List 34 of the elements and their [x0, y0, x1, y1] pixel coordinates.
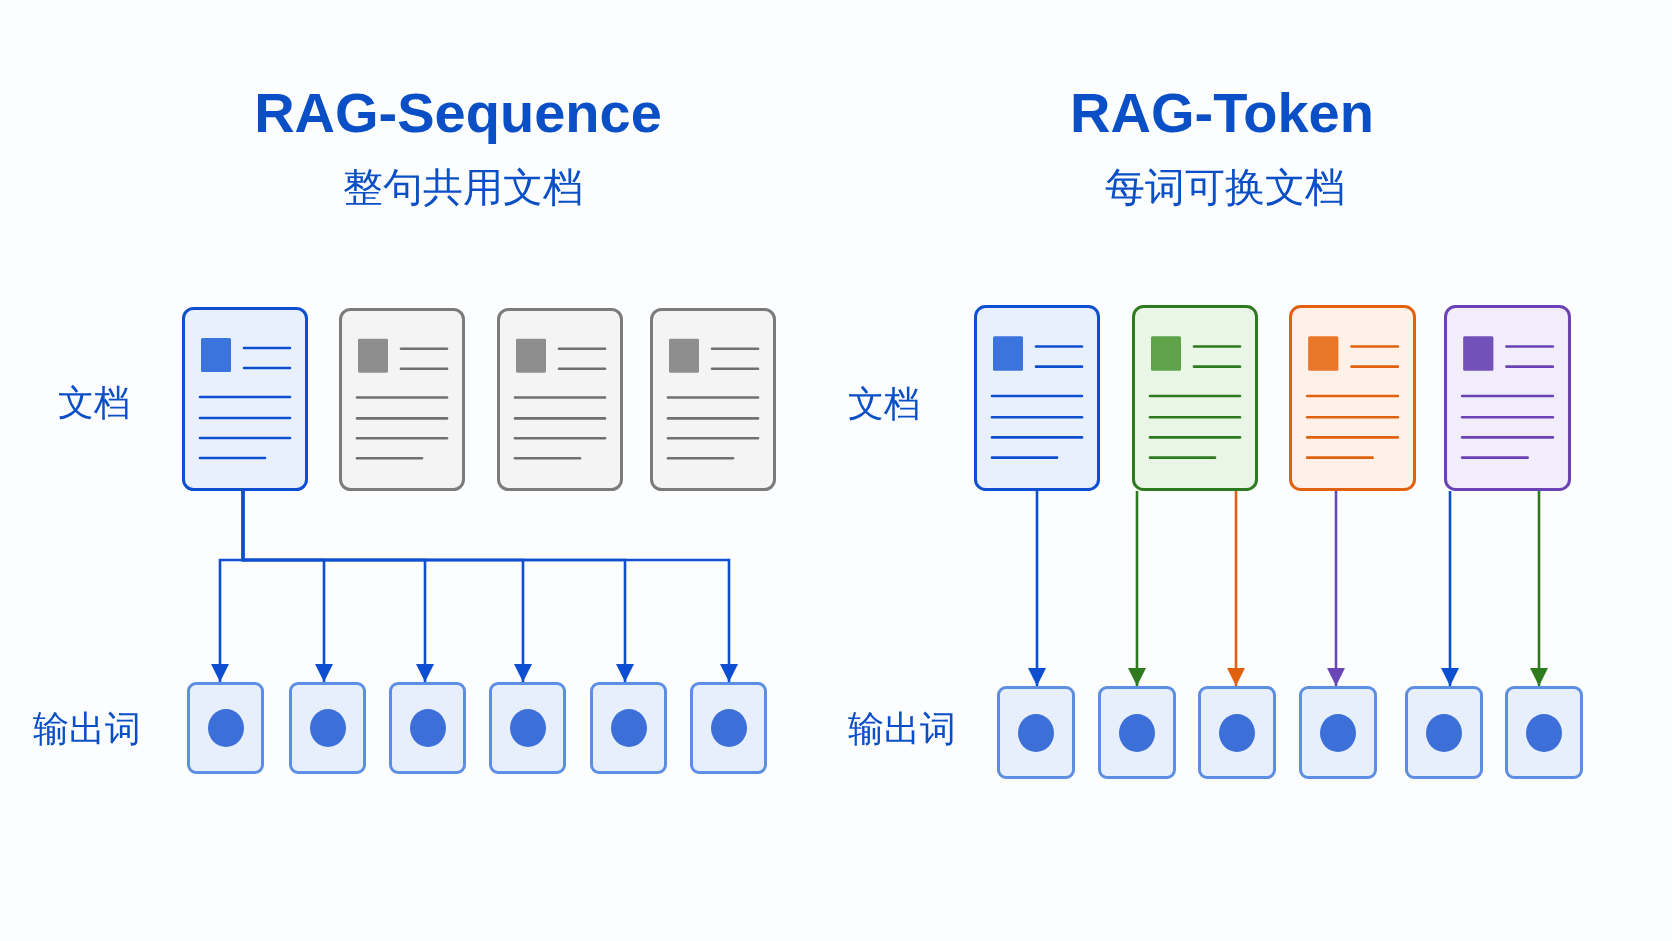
- arrow: [1441, 491, 1459, 686]
- title: RAG-Token: [1070, 85, 1374, 141]
- token-box: [489, 682, 566, 774]
- token-box: [1405, 686, 1483, 779]
- subtitle: 整句共用文档: [343, 167, 583, 207]
- document-icon: [1132, 305, 1258, 491]
- document-icon: [1444, 305, 1571, 491]
- subtitle: 每词可换文档: [1105, 167, 1345, 207]
- document-icon: [974, 305, 1100, 491]
- document-icon: [1289, 305, 1416, 491]
- token-box: [1198, 686, 1276, 779]
- arrow: [1530, 491, 1548, 686]
- token-box: [590, 682, 667, 774]
- token-box: [187, 682, 264, 774]
- row-label: 输出词: [848, 711, 956, 747]
- document-icon: [497, 308, 623, 491]
- document-icon: [339, 308, 465, 491]
- arrow: [1227, 491, 1245, 686]
- token-box: [690, 682, 767, 774]
- document-icon: [650, 308, 776, 491]
- token-box: [1098, 686, 1176, 779]
- arrow: [1327, 491, 1345, 686]
- token-box: [997, 686, 1075, 779]
- token-box: [289, 682, 366, 774]
- row-label: 文档: [58, 385, 130, 421]
- arrow: [241, 491, 738, 682]
- token-box: [1505, 686, 1583, 779]
- token-box: [1299, 686, 1377, 779]
- document-icon: [182, 307, 308, 491]
- arrow: [1128, 491, 1146, 686]
- arrow: [1028, 491, 1046, 686]
- row-label: 文档: [848, 386, 920, 422]
- row-label: 输出词: [33, 711, 141, 747]
- token-box: [389, 682, 466, 774]
